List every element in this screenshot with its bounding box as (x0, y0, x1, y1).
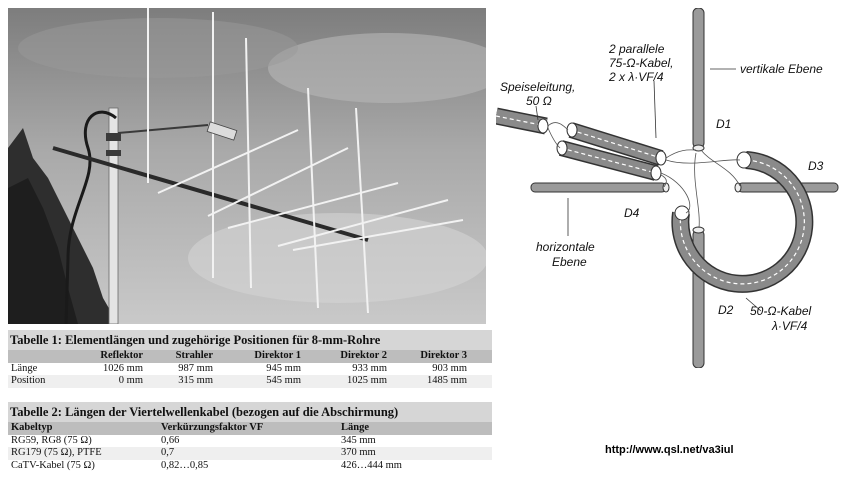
table1-title: Tabelle 1: Elementlängen und zugehörige … (8, 330, 492, 350)
table1-cell: 0 mm (118, 375, 143, 386)
table-row: RG59, RG8 (75 Ω) 0,66 345 mm (8, 435, 492, 448)
table1-cell: Länge (11, 362, 38, 374)
table1-header-cell: Strahler (175, 350, 213, 361)
table2-cell: RG59, RG8 (75 Ω) (11, 434, 92, 446)
label-kabel-2: λ·VF/4 (771, 319, 808, 333)
table1-cell: 945 mm (266, 362, 301, 374)
table2-cell: 426…444 mm (341, 459, 402, 471)
label-d4: D4 (624, 206, 640, 220)
table-element-lengths: Tabelle 1: Elementlängen und zugehörige … (8, 330, 492, 388)
table2-cell: 0,66 (161, 434, 180, 446)
feed-diagram: 2 parallele 75-Ω-Kabel, 2 x λ·VF/4 Speis… (496, 8, 839, 368)
rod-d1 (692, 8, 705, 149)
table2-header-cell: Länge (341, 422, 370, 433)
table-row: RG179 (75 Ω), PTFE 0,7 370 mm (8, 447, 492, 460)
table1-cell: Position (11, 375, 46, 386)
label-parallel-1: 2 parallele (608, 42, 665, 56)
table2-cell: 0,7 (161, 447, 175, 458)
table2-cell: CaTV-Kabel (75 Ω) (11, 459, 95, 471)
table1-header-cell: Direktor 3 (420, 350, 467, 361)
rod-d4 (530, 182, 667, 193)
table1-cell: 1026 mm (103, 362, 143, 374)
label-horizontal-2: Ebene (552, 255, 587, 269)
table-cable-lengths: Tabelle 2: Längen der Viertelwellenkabel… (8, 402, 492, 472)
table1-cell: 933 mm (352, 362, 387, 374)
table1-header-cell: Direktor 2 (340, 350, 387, 361)
table2-cell: 345 mm (341, 434, 376, 446)
label-kabel-1: 50-Ω-Kabel (750, 304, 811, 318)
label-speise-1: Speiseleitung, (500, 80, 575, 94)
label-vertical: vertikale Ebene (740, 62, 823, 76)
table1-header-row: Reflektor Strahler Direktor 1 Direktor 2… (8, 350, 492, 363)
table2-header-cell: Kabeltyp (11, 422, 53, 433)
table2-header-cell: Verkürzungsfaktor VF (161, 422, 264, 433)
antenna-photo (8, 8, 486, 324)
table1-header-cell: Reflektor (100, 350, 143, 361)
table1-cell: 1025 mm (347, 375, 387, 386)
table1-cell: 987 mm (178, 362, 213, 374)
label-d1: D1 (716, 117, 731, 131)
table-row: Länge 1026 mm 987 mm 945 mm 933 mm 903 m… (8, 363, 492, 376)
label-horizontal-1: horizontale (536, 240, 595, 254)
table1-cell: 1485 mm (427, 375, 467, 386)
label-parallel-2: 75-Ω-Kabel, (609, 56, 674, 70)
table2-cell: RG179 (75 Ω), PTFE (11, 447, 102, 458)
label-speise-2: 50 Ω (526, 94, 552, 108)
source-url: http://www.qsl.net/va3iul (605, 444, 734, 456)
label-parallel-3: 2 x λ·VF/4 (608, 70, 664, 84)
table2-cell: 0,82…0,85 (161, 459, 209, 471)
table2-cell: 370 mm (341, 447, 376, 458)
table2-title: Tabelle 2: Längen der Viertelwellenkabel… (8, 402, 492, 422)
table1-header-cell: Direktor 1 (254, 350, 301, 361)
table-row: Position 0 mm 315 mm 545 mm 1025 mm 1485… (8, 375, 492, 388)
table2-header-row: Kabeltyp Verkürzungsfaktor VF Länge (8, 422, 492, 435)
table1-cell: 545 mm (266, 375, 301, 386)
table1-header-cell (8, 350, 81, 363)
table1-cell: 903 mm (432, 362, 467, 374)
label-d3: D3 (808, 159, 824, 173)
label-d2: D2 (718, 303, 734, 317)
table-row: CaTV-Kabel (75 Ω) 0,82…0,85 426…444 mm (8, 460, 492, 473)
table1-cell: 315 mm (178, 375, 213, 386)
